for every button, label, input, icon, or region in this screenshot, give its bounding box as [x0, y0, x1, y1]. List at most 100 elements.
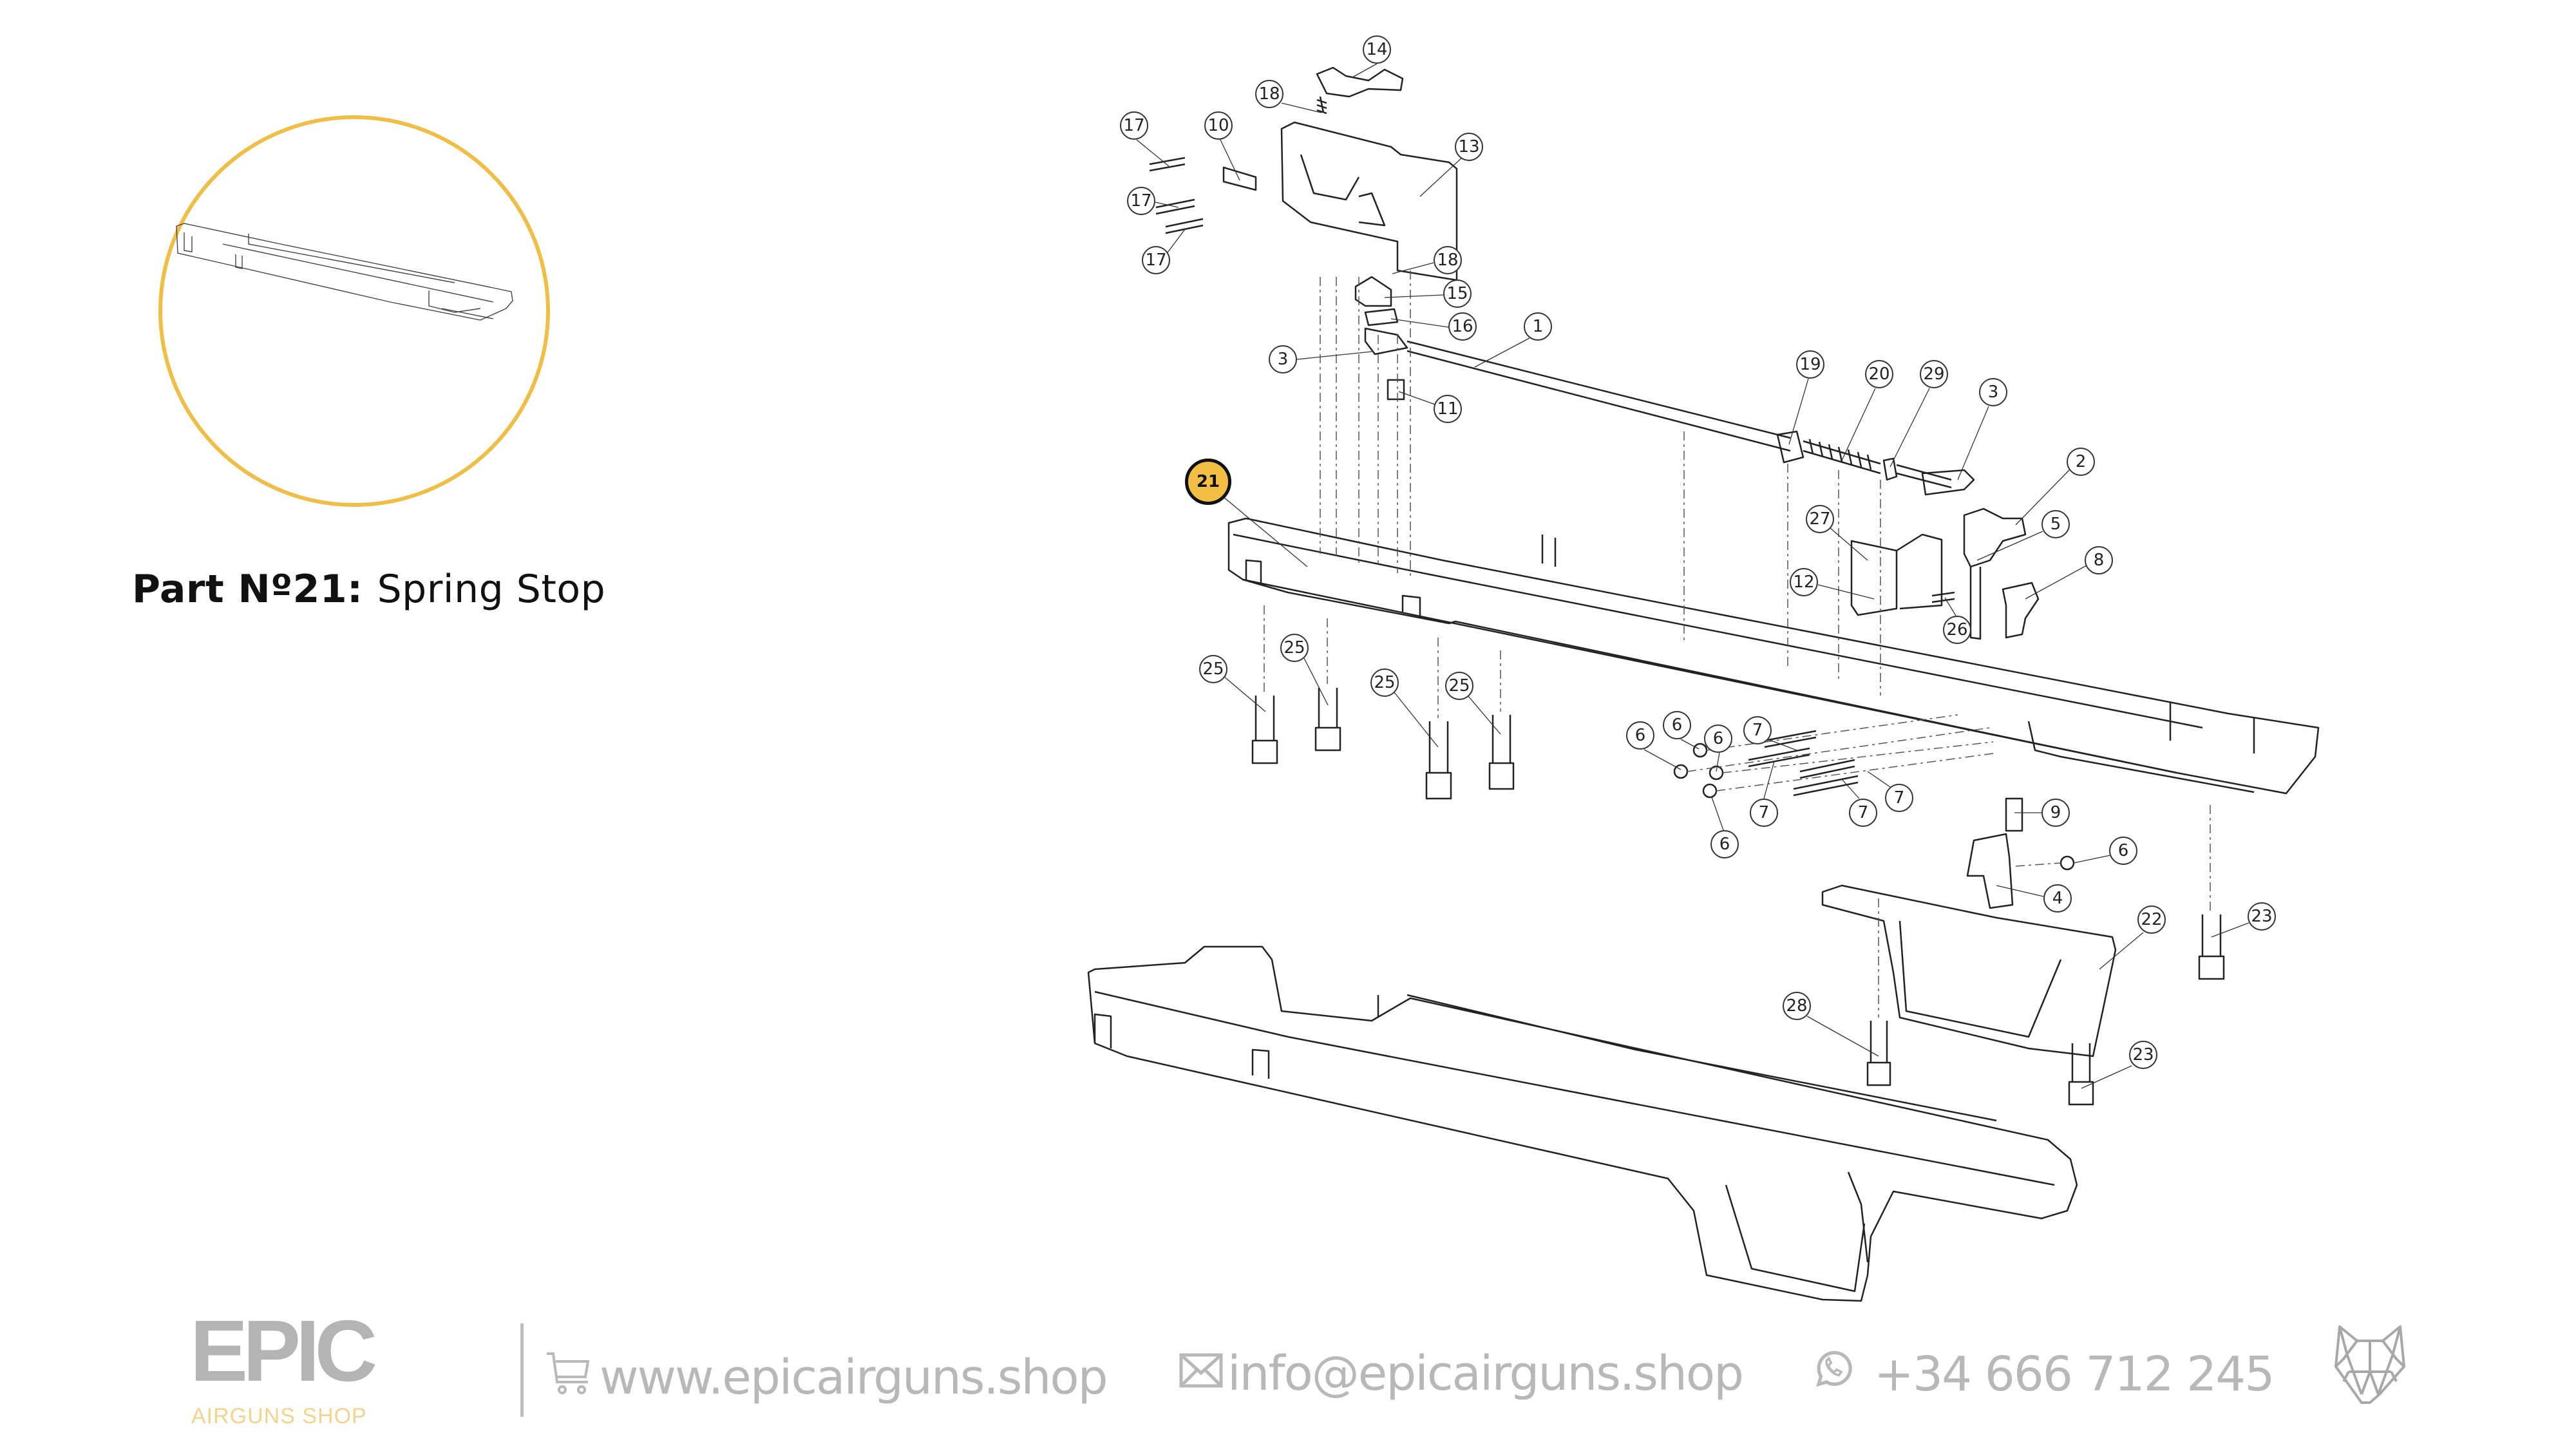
part-callout-7[interactable]: 7 [1743, 716, 1772, 744]
part-callout-16[interactable]: 16 [1448, 312, 1477, 341]
callout-number: 6 [1712, 729, 1724, 748]
callout-number: 18 [1437, 251, 1459, 270]
part-callout-23[interactable]: 23 [2129, 1041, 2157, 1069]
receiver-upper-part [1227, 517, 2320, 795]
callout-number: 11 [1437, 399, 1459, 419]
callout-number: 26 [1946, 620, 1968, 639]
callout-number: 17 [1145, 251, 1167, 270]
part-callout-6[interactable]: 6 [1663, 711, 1691, 739]
callout-number: 23 [2251, 907, 2273, 926]
part-callout-5[interactable]: 5 [2041, 510, 2070, 538]
part-name-label: Spring Stop [377, 567, 606, 612]
callout-number: 18 [1258, 84, 1280, 104]
part-callout-1[interactable]: 1 [1524, 312, 1552, 341]
part-callout-6[interactable]: 6 [1704, 724, 1732, 753]
callout-number: 14 [1366, 40, 1388, 59]
callout-number: 20 [1868, 365, 1890, 384]
logo-wordmark: EPIC [190, 1302, 377, 1399]
part-callout-7[interactable]: 7 [1849, 799, 1877, 827]
part-callout-6[interactable]: 6 [1710, 830, 1739, 858]
part-callout-11[interactable]: 11 [1434, 395, 1462, 423]
callout-number: 9 [2050, 803, 2061, 822]
part-callout-7[interactable]: 7 [1750, 799, 1778, 827]
callout-number: 12 [1793, 573, 1815, 592]
callout-number: 28 [1786, 996, 1808, 1016]
part-callout-10[interactable]: 10 [1204, 111, 1233, 140]
part-callout-6[interactable]: 6 [2109, 837, 2137, 865]
part-callout-3[interactable]: 3 [1979, 378, 2007, 406]
screws-25 [1251, 688, 1515, 800]
callout-number: 1 [1532, 317, 1544, 336]
part-highlight-circle [158, 115, 550, 507]
callout-number: 2 [2075, 452, 2087, 471]
logo-tagline: AIRGUNS SHOP [191, 1404, 367, 1428]
part-callout-13[interactable]: 13 [1455, 133, 1483, 161]
trigger-guard-part [1821, 884, 2117, 1057]
callout-number: 29 [1923, 365, 1945, 384]
callout-number: 4 [2052, 889, 2063, 908]
callout-number: 6 [1671, 715, 1683, 735]
email-text: info@epicairguns.shop [1227, 1346, 1744, 1401]
callout-number: 19 [1799, 355, 1821, 374]
callout-number: 3 [1277, 350, 1289, 369]
part-callout-25[interactable]: 25 [1199, 655, 1227, 683]
part-callout-19[interactable]: 19 [1796, 350, 1824, 379]
callout-number: 6 [1634, 726, 1646, 745]
phone-link[interactable]: +34 666 712 245 [1810, 1346, 2275, 1403]
part-thumbnail [176, 223, 513, 321]
part-callout-17[interactable]: 17 [1142, 246, 1170, 274]
part-callout-26[interactable]: 26 [1943, 616, 1971, 644]
part-callout-4[interactable]: 4 [2043, 884, 2072, 913]
part-callout-18[interactable]: 18 [1255, 80, 1283, 108]
part-callout-15[interactable]: 15 [1443, 279, 1472, 308]
part-callout-23[interactable]: 23 [2248, 902, 2276, 931]
part-callout-2[interactable]: 2 [2067, 448, 2095, 476]
part-callout-8[interactable]: 8 [2085, 546, 2113, 574]
part-callout-20[interactable]: 20 [1865, 360, 1893, 388]
callout-number: 5 [2050, 515, 2061, 534]
part-callout-12[interactable]: 12 [1790, 568, 1818, 596]
phone-text: +34 666 712 245 [1874, 1347, 2275, 1402]
callout-number: 15 [1446, 284, 1468, 303]
callout-number: 3 [1987, 383, 1999, 402]
part-callout-27[interactable]: 27 [1806, 505, 1834, 533]
callout-number: 6 [2117, 841, 2129, 860]
callout-number: 8 [2093, 551, 2105, 570]
part-callout-25[interactable]: 25 [1370, 668, 1399, 697]
brand-logo: EPIC AIRGUNS SHOP [190, 1307, 435, 1430]
callout-number: 16 [1452, 317, 1473, 336]
part-callout-25[interactable]: 25 [1280, 634, 1309, 662]
callout-number: 7 [1857, 803, 1869, 822]
highlighted-part-callout[interactable]: 21 [1185, 459, 1231, 505]
part-callout-17[interactable]: 17 [1120, 111, 1148, 140]
callout-number: 25 [1374, 673, 1396, 692]
part-callout-18[interactable]: 18 [1434, 246, 1462, 274]
hammer-spring-part [1776, 430, 1804, 464]
part-callout-22[interactable]: 22 [2137, 905, 2166, 934]
callout-number: 6 [1719, 835, 1730, 854]
callout-number: 10 [1208, 116, 1229, 135]
trigger-housing-part [1280, 121, 1458, 281]
shopping-cart-icon [544, 1346, 596, 1409]
callout-number: 7 [1893, 788, 1905, 808]
sear-part [1316, 66, 1404, 98]
callout-number: 7 [1752, 721, 1763, 740]
part-callout-25[interactable]: 25 [1445, 672, 1473, 700]
part-callout-7[interactable]: 7 [1885, 784, 1913, 812]
part-callout-14[interactable]: 14 [1363, 35, 1391, 64]
email-link[interactable]: info@epicairguns.shop [1179, 1346, 1744, 1401]
part-number-label: Part Nº21: [132, 567, 363, 612]
callout-number: 23 [2132, 1045, 2154, 1065]
website-text: www.epicairguns.shop [600, 1350, 1108, 1405]
part-callout-3[interactable]: 3 [1269, 345, 1297, 374]
receiver-assembled-part [1087, 945, 2078, 1302]
part-callout-9[interactable]: 9 [2041, 799, 2070, 827]
part-title: Part Nº21: Spring Stop [132, 567, 605, 612]
highlighted-part-number: 21 [1196, 472, 1220, 491]
part-callout-6[interactable]: 6 [1626, 721, 1654, 750]
website-link[interactable]: www.epicairguns.shop [544, 1346, 1108, 1409]
part-callout-29[interactable]: 29 [1920, 360, 1948, 388]
whatsapp-icon [1810, 1346, 1855, 1403]
part-callout-17[interactable]: 17 [1127, 187, 1155, 215]
part-callout-28[interactable]: 28 [1783, 992, 1811, 1020]
